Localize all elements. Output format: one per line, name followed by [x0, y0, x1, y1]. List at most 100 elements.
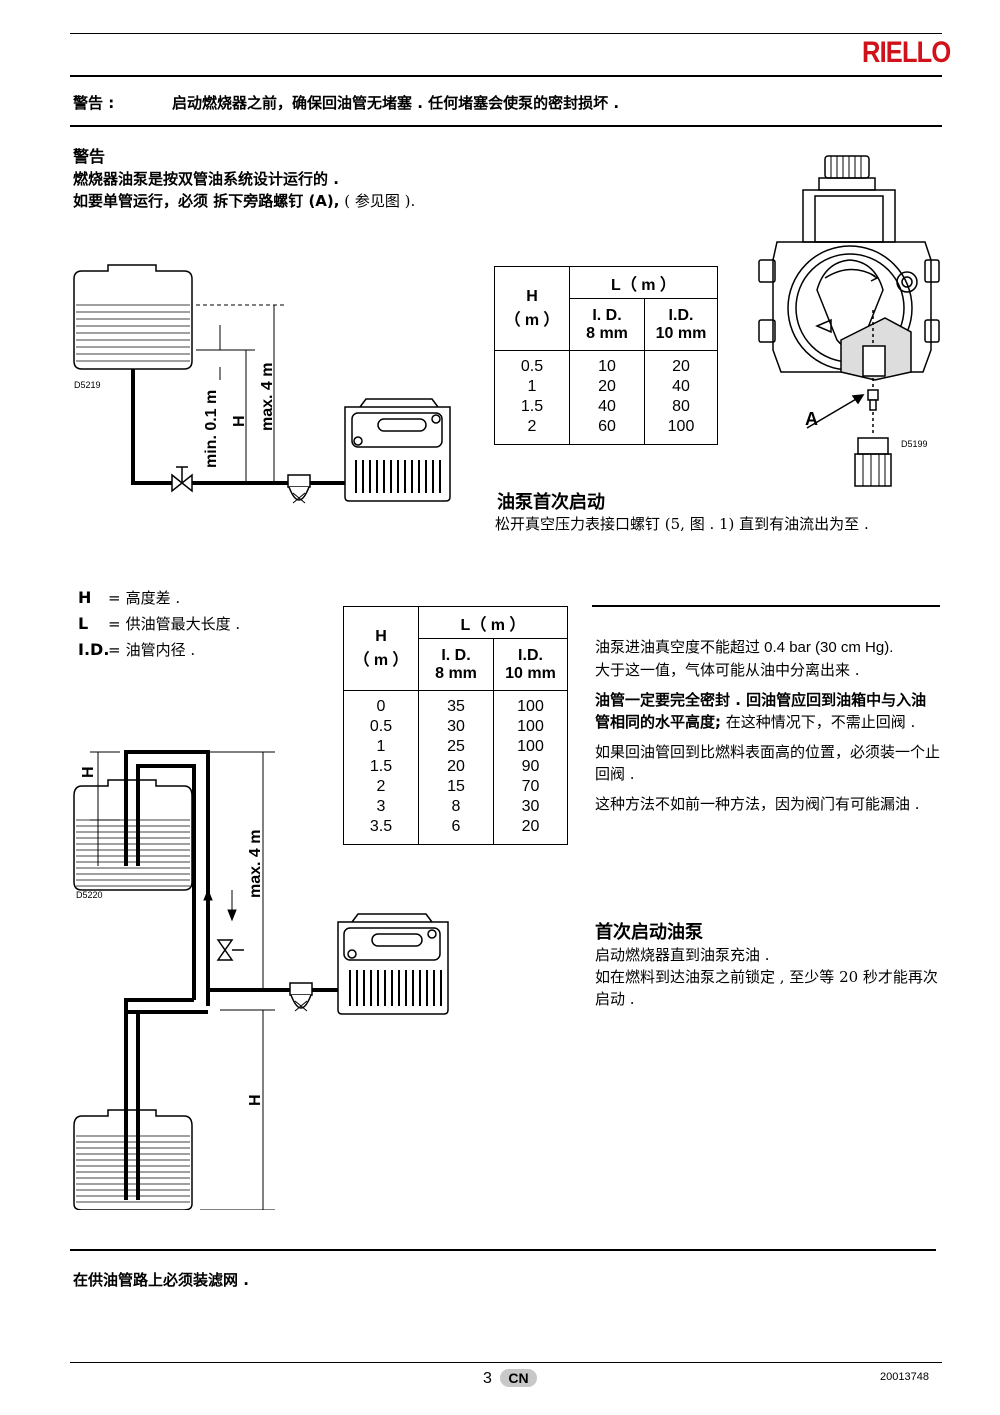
right-text-p2: 大于这一值，气体可能从油中分离出来 .	[595, 661, 860, 679]
table-cell: 40	[598, 398, 616, 415]
burner-icon	[344, 398, 451, 502]
table-cell: 100	[517, 738, 544, 755]
diagram-code-d5220: D5220	[76, 890, 103, 900]
legend-item: L =供油管最大长度 .	[78, 611, 240, 637]
table1-l-header: L（ m ）	[569, 266, 718, 299]
legend-desc: 供油管最大长度 .	[125, 615, 241, 633]
oil-level-lines	[76, 304, 190, 362]
table2-l-header: L（ m ）	[418, 606, 568, 639]
doc-code: 20013748	[880, 1371, 929, 1383]
table-cell: 80	[672, 398, 690, 415]
legend: H=高度差 . L =供油管最大长度 . I.D.=油管内径 .	[78, 585, 240, 663]
bottom-note: 在供油管路上必须装滤网 .	[73, 1271, 249, 1289]
table-cell: 100	[517, 718, 544, 735]
right-text-p3-normal: 在这种情况下，不需止回阀 .	[721, 713, 916, 731]
tank-outline	[73, 264, 193, 370]
burner-icon	[337, 913, 449, 1015]
table-cell: 20	[672, 358, 690, 375]
right-text-block: 油泵进油真空度不能超过 0.4 bar (30 cm Hg). 大于这一值，气体…	[595, 637, 940, 823]
table-cell: 10	[598, 358, 616, 375]
table1-col1-line1: I. D.	[592, 306, 622, 324]
first-start-line2: 如在燃料到达油泵之前锁定 , 至少等 20 秒才能再次启动 .	[595, 968, 938, 1008]
table1-h-header-cell: H （ m ）	[494, 266, 570, 351]
warning-label: 警告 :	[73, 94, 115, 112]
table2-h-values: 0 0.5 1 1.5 2 3 3.5	[343, 690, 419, 845]
first-start-line1: 启动燃烧器直到油泵充油 .	[595, 946, 770, 964]
right-text-p3-bold: 油管一定要完全密封 . 回油管应回到油箱中与入油管相同的水平高度;	[595, 691, 927, 731]
table-cell: 1.5	[369, 758, 393, 775]
table-cell: 20	[521, 818, 540, 835]
table2-col1-header: I. D.8 mm	[418, 638, 494, 691]
first-start-text: 松开真空压力表接口螺钉 (5, 图 . 1) 直到有油流出为至 .	[495, 515, 869, 533]
header-rule-bottom	[70, 75, 942, 77]
table-cell: 8	[451, 798, 461, 815]
table-cell: 0.5	[520, 358, 544, 375]
diagram-code-d5219: D5219	[74, 380, 101, 390]
table1-h-unit: （ m ）	[504, 311, 560, 329]
tank-outline	[73, 779, 193, 891]
table1-col2-line1: I.D.	[668, 306, 694, 324]
table-cell: 30	[521, 798, 540, 815]
table2-col1-line1: I. D.	[441, 646, 471, 664]
table-cell: 100	[667, 418, 695, 435]
pump-diagram: A D5199	[758, 155, 940, 487]
language-badge: CN	[500, 1369, 537, 1387]
table-cell: 1.5	[520, 398, 544, 415]
table-cell: 25	[447, 738, 465, 755]
legend-eq: =	[108, 589, 121, 607]
right-text-p4: 如果回油管回到比燃料表面高的位置，必须装一个止回阀 .	[595, 743, 941, 783]
table-cell: 1	[527, 378, 537, 395]
first-start-title: 油泵首次启动	[497, 492, 605, 513]
right-text-p3: 油管一定要完全密封 . 回油管应回到油箱中与入油管相同的水平高度; 在这种情况下…	[595, 689, 940, 733]
right-text-p1: 油泵进油真空度不能超过 0.4 bar (30 cm Hg).	[595, 639, 894, 656]
filter-icon	[289, 982, 313, 1012]
legend-key: I.D.	[78, 640, 110, 659]
table2-id10-values: 100 100 100 90 70 30 20	[493, 690, 568, 845]
table-cell: 2	[376, 778, 386, 795]
table-cell: 0.5	[369, 718, 393, 735]
table2-h-header: H	[375, 627, 387, 645]
diagram-code-d5199: D5199	[901, 439, 928, 449]
table-cell: 90	[521, 758, 540, 775]
legend-desc: 高度差 .	[125, 589, 181, 607]
right-column-rule	[592, 605, 940, 607]
table-cell: 70	[521, 778, 540, 795]
bottom-note-rule	[70, 1249, 936, 1251]
label-h-1: H	[231, 415, 248, 427]
label-min-0-1m: min. 0.1 m	[203, 390, 220, 468]
table-cell: 60	[598, 418, 616, 435]
right-text-p5: 这种方法不如前一种方法，因为阀门有可能漏油 .	[595, 795, 920, 813]
footer-page-block: 3 CN	[483, 1369, 537, 1388]
label-h-top: H	[80, 766, 97, 778]
label-h-bottom: H	[247, 1094, 264, 1106]
label-max-4m-2: max. 4 m	[247, 830, 264, 898]
table-cell: 3.5	[369, 818, 393, 835]
table-cell: 2	[527, 418, 537, 435]
warning-rule	[70, 125, 942, 127]
legend-item: I.D.=油管内径 .	[78, 637, 240, 663]
table2-col2-header: I.D.10 mm	[493, 638, 568, 691]
filter-icon	[287, 474, 311, 504]
legend-key: L	[78, 614, 89, 633]
two-pipe-diagram: H D5220 max. 4 m H	[73, 750, 449, 1210]
page-number: 3	[483, 1370, 492, 1387]
warning-text: 启动燃烧器之前，确保回油管无堵塞 . 任何堵塞会使泵的密封损坏 .	[172, 94, 620, 112]
table-cell: 1	[376, 738, 386, 755]
valve-icon	[171, 466, 193, 493]
header-rule	[70, 33, 942, 34]
table-cell: 3	[376, 798, 386, 815]
table-cell: 30	[447, 718, 465, 735]
legend-item: H=高度差 .	[78, 585, 240, 611]
legend-eq: =	[108, 615, 121, 633]
footer-rule	[70, 1362, 942, 1363]
table-cell: 0	[376, 698, 386, 715]
table-cell: 100	[517, 698, 544, 715]
warning2-line2: 如要单管运行，必须 拆下旁路螺钉 (A), ( 参见图 ).	[73, 190, 415, 212]
table-cell: 6	[451, 818, 461, 835]
table1-h-header: H	[526, 287, 538, 305]
table2-col2-line2: 10 mm	[505, 664, 556, 682]
